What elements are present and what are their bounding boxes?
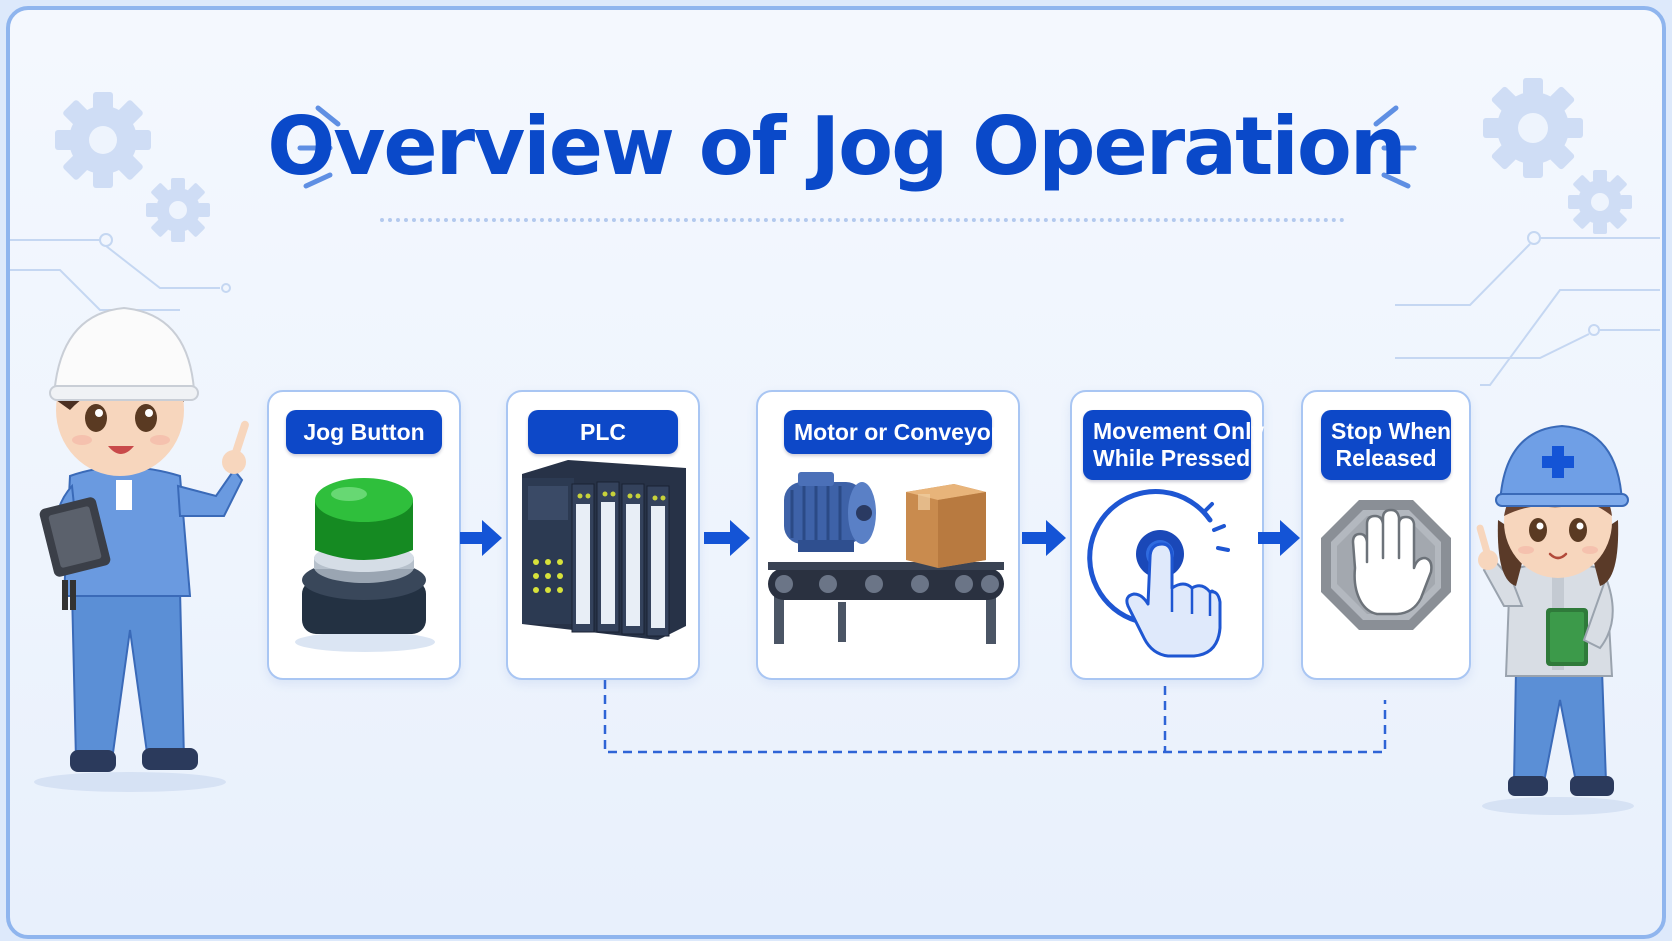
step-card-movement-while-pressed: Movement Only While Pressed xyxy=(1070,390,1264,680)
circuit-lines-right xyxy=(1395,231,1660,386)
gear-icon-small-right xyxy=(1568,170,1632,234)
engineer-character-left xyxy=(34,306,249,792)
step-card-motor-conveyor: Motor or Conveyor xyxy=(756,390,1020,680)
step-label-movement-while-pressed: Movement Only While Pressed xyxy=(1083,410,1264,480)
plc-rack-icon xyxy=(522,460,686,640)
gear-icon-small-left xyxy=(146,178,210,242)
step-card-plc: PLC xyxy=(506,390,700,680)
stop-hand-icon xyxy=(1321,500,1451,630)
engineer-character-right xyxy=(1476,424,1634,815)
step-label-plc: PLC xyxy=(528,410,678,454)
step-card-stop-when-released: Stop When Released xyxy=(1301,390,1471,680)
title-dotted-divider xyxy=(380,218,1345,222)
gear-icon-large-left xyxy=(55,92,151,188)
arrow-right-icon xyxy=(704,520,750,556)
step-label-jog-button: Jog Button xyxy=(286,410,442,454)
gear-icon-large-right xyxy=(1483,78,1583,178)
green-push-button-icon xyxy=(295,478,435,652)
arrow-right-icon xyxy=(460,520,502,556)
step-card-jog-button: Jog Button xyxy=(267,390,461,680)
page-title: Overview of Jog Operation xyxy=(267,100,1406,193)
sparkle-left xyxy=(297,105,341,189)
motor-conveyor-icon xyxy=(768,472,1004,644)
press-hold-hand-icon xyxy=(1087,489,1230,658)
step-label-stop-when-released: Stop When Released xyxy=(1321,410,1451,480)
feedback-dashed-line xyxy=(603,680,1387,754)
sparkle-right xyxy=(1373,105,1417,189)
arrow-right-icon xyxy=(1022,520,1066,556)
arrow-right-icon xyxy=(1258,520,1300,556)
step-label-motor-conveyor: Motor or Conveyor xyxy=(784,410,1000,454)
